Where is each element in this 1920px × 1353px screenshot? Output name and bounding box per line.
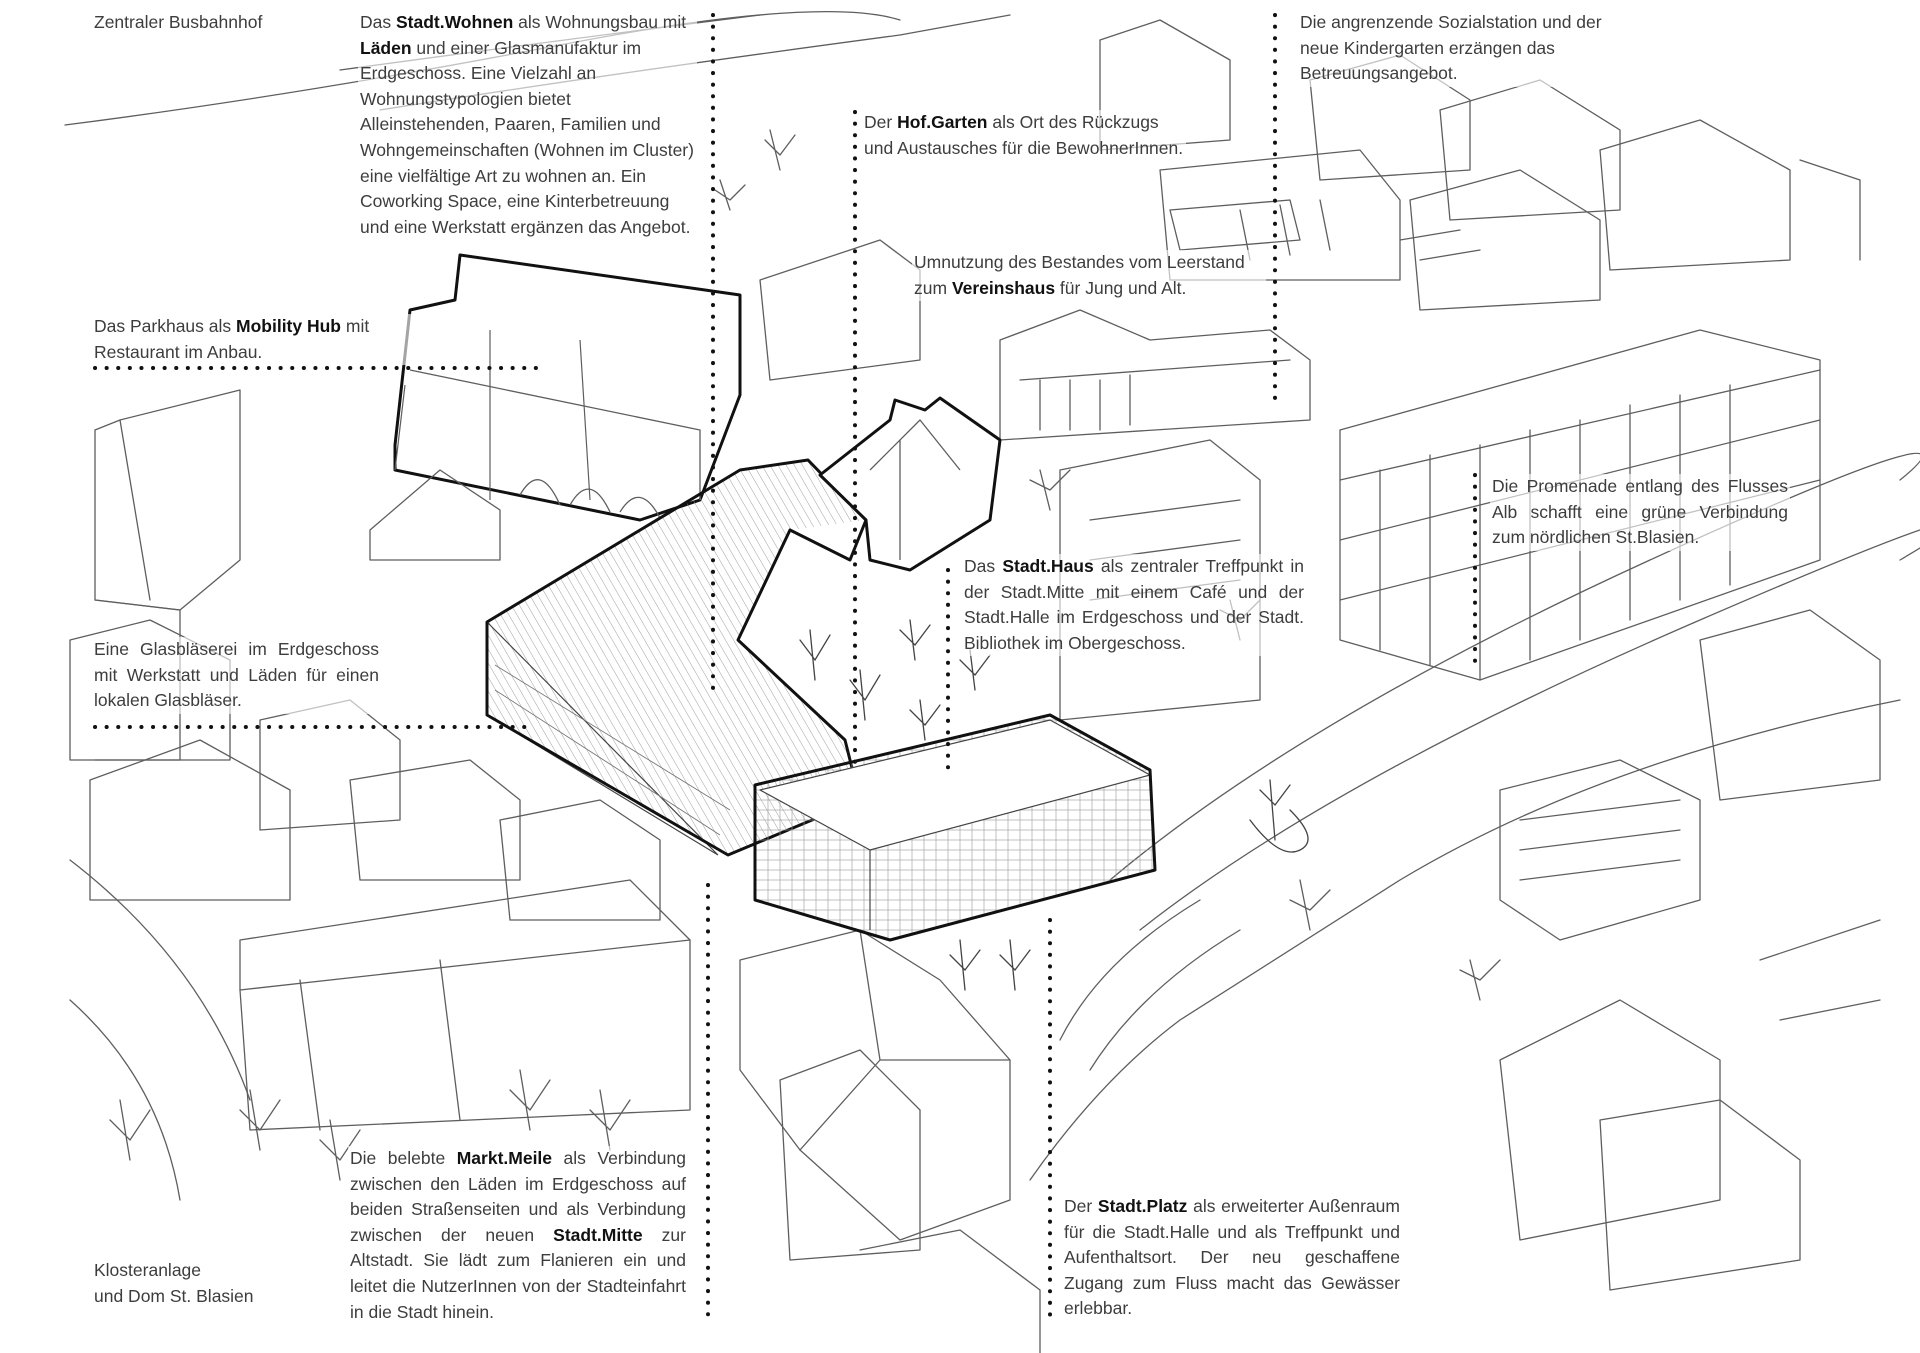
stadt-wohnen-title: Stadt.Wohnen [395,12,514,32]
label-kloster: Klosteranlage und Dom St. Blasien [92,1258,336,1310]
vereinshaus-title: Vereinshaus [951,277,1056,298]
markt-meile-pre: Die belebte [350,1148,457,1168]
stadt-wohnen-post2: und einer Glasmanufaktur im Erdgeschoss.… [360,37,694,237]
label-vereinshaus: Umnutzung des Bestandes vom Leerstand zu… [912,250,1266,302]
label-hof-garten: Der Hof.Garten als Ort des Rückzugs und … [862,110,1186,162]
kloster-line1: Klosteranlage [94,1260,202,1280]
label-busbahnhof: Zentraler Busbahnhof [92,10,326,36]
markt-meile-post: als Verbindung zwischen den Läden im Erd… [350,1148,686,1245]
stadt-wohnen-post: als Wohnungsbau mit [513,12,687,32]
laeden-title: Läden [360,37,412,58]
parkhaus-mobility-hub [369,253,742,561]
hof-garten-pre: Der [864,112,898,132]
mobility-hub-pre: Das Parkhaus als [94,316,237,336]
hof-garten-post: als Ort des Rückzugs und Austausches für… [864,112,1184,158]
kloster-line2: und Dom St. Blasien [94,1285,254,1306]
stadt-haus-pre: Das [964,556,1003,576]
stadt-haus-title: Stadt.Haus [1002,556,1094,576]
stadt-haus-building [753,713,1157,942]
label-sozialstation: Die angrenzende Sozialstation und der ne… [1298,10,1632,87]
label-mobility-hub: Das Parkhaus als Mobility Hub mit Restau… [92,314,421,366]
mobility-hub-post: mit Restaurant im Anbau. [94,316,370,362]
markt-meile-post2: zur Altstadt. Sie lädt zum Flanieren ein… [350,1224,686,1322]
courtyard-trees [799,619,1309,991]
stadt-platz-pre: Der [1064,1196,1098,1216]
stadt-platz-post: als erweiterter Außenraum für die Stadt.… [1064,1196,1400,1319]
glasblaeserei-text: Eine Glasbläserei im Erdgeschoss mit Wer… [94,639,379,711]
stadt-wohnen-building [485,396,1002,857]
promenade-text: Die Promenade entlang des Flusses Alb sc… [1492,476,1788,548]
label-stadt-haus: Das Stadt.Haus als zentraler Treffpunkt … [962,554,1306,657]
stadt-mitte-title: Stadt.Mitte [553,1224,643,1245]
label-stadt-wohnen: Das Stadt.Wohnen als Wohnungsbau mit Läd… [358,10,697,241]
mobility-hub-title: Mobility Hub [236,316,341,336]
markt-meile-title: Markt.Meile [456,1148,553,1168]
label-stadt-platz: Der Stadt.Platz als erweiterter Außenrau… [1062,1194,1402,1322]
vereinshaus-pre: Umnutzung des Bestandes vom Leerstand zu… [914,252,1245,298]
label-busbahnhof-text: Zentraler Busbahnhof [94,12,263,32]
stadt-haus-post: als zentraler Treffpunkt in der Stadt.Mi… [964,556,1305,653]
vereinshaus-post: für Jung und Alt. [1055,277,1187,298]
stadt-platz-title: Stadt.Platz [1097,1196,1188,1216]
label-markt-meile: Die belebte Markt.Meile als Verbindung z… [348,1146,688,1326]
stadt-wohnen-pre: Das [360,12,396,32]
sozialstation-text: Die angrenzende Sozialstation und der ne… [1300,12,1602,84]
leader-lines [93,13,1477,1322]
hof-garten-title: Hof.Garten [897,112,988,132]
label-glasblaeserei: Eine Glasbläserei im Erdgeschoss mit Wer… [92,637,381,714]
label-promenade: Die Promenade entlang des Flusses Alb sc… [1490,474,1790,551]
